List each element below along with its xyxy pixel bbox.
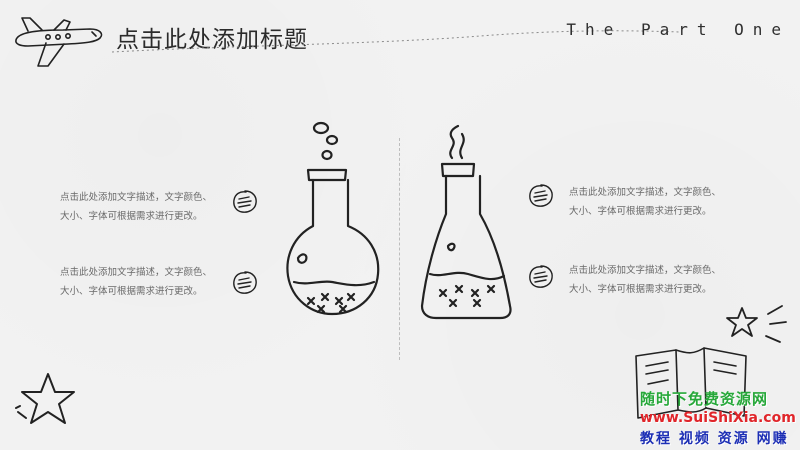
description-line: 大小、字体可根据需求进行更改。 xyxy=(60,211,203,222)
watermark: 随时下免费资源网 www.SuiShiXia.com 教程 视频 资源 网赚 xyxy=(640,388,800,448)
part-label[interactable]: The Part One xyxy=(566,20,790,39)
description-line: 大小、字体可根据需求进行更改。 xyxy=(569,284,712,295)
description-text[interactable]: 点击此处添加文字描述，文字颜色、 大小、字体可根据需求进行更改。 xyxy=(569,183,744,221)
description-line: 点击此处添加文字描述，文字颜色、 xyxy=(569,187,722,198)
star-icon xyxy=(15,373,75,424)
watermark-line: 随时下免费资源网 xyxy=(640,390,769,408)
watermark-line: 教程 视频 资源 网赚 xyxy=(640,431,789,447)
title-dashed-line xyxy=(111,30,681,53)
description-text[interactable]: 点击此处添加文字描述，文字颜色、 大小、字体可根据需求进行更改。 xyxy=(569,261,744,299)
scribble-circle-icon xyxy=(233,190,257,213)
description-line: 点击此处添加文字描述，文字颜色、 xyxy=(60,267,213,278)
description-line: 点击此处添加文字描述，文字颜色、 xyxy=(60,192,213,203)
description-line: 大小、字体可根据需求进行更改。 xyxy=(569,206,712,217)
center-divider xyxy=(399,138,400,360)
book-icon xyxy=(635,347,747,419)
scribble-circle-icon xyxy=(233,271,257,294)
airplane-icon xyxy=(15,17,103,67)
scribble-circle-icon xyxy=(529,184,553,207)
description-text[interactable]: 点击此处添加文字描述，文字颜色、 大小、字体可根据需求进行更改。 xyxy=(60,188,235,226)
star-icon xyxy=(726,305,787,343)
description-text[interactable]: 点击此处添加文字描述，文字颜色、 大小、字体可根据需求进行更改。 xyxy=(60,263,235,301)
round-flask-icon xyxy=(286,121,380,316)
description-line: 点击此处添加文字描述，文字颜色、 xyxy=(569,265,722,276)
description-line: 大小、字体可根据需求进行更改。 xyxy=(60,286,203,297)
scribble-circle-icon xyxy=(529,265,553,288)
conical-flask-icon xyxy=(420,124,512,320)
watermark-line: www.SuiShiXia.com xyxy=(640,410,796,426)
slide-title[interactable]: 点击此处添加标题 xyxy=(116,27,308,53)
